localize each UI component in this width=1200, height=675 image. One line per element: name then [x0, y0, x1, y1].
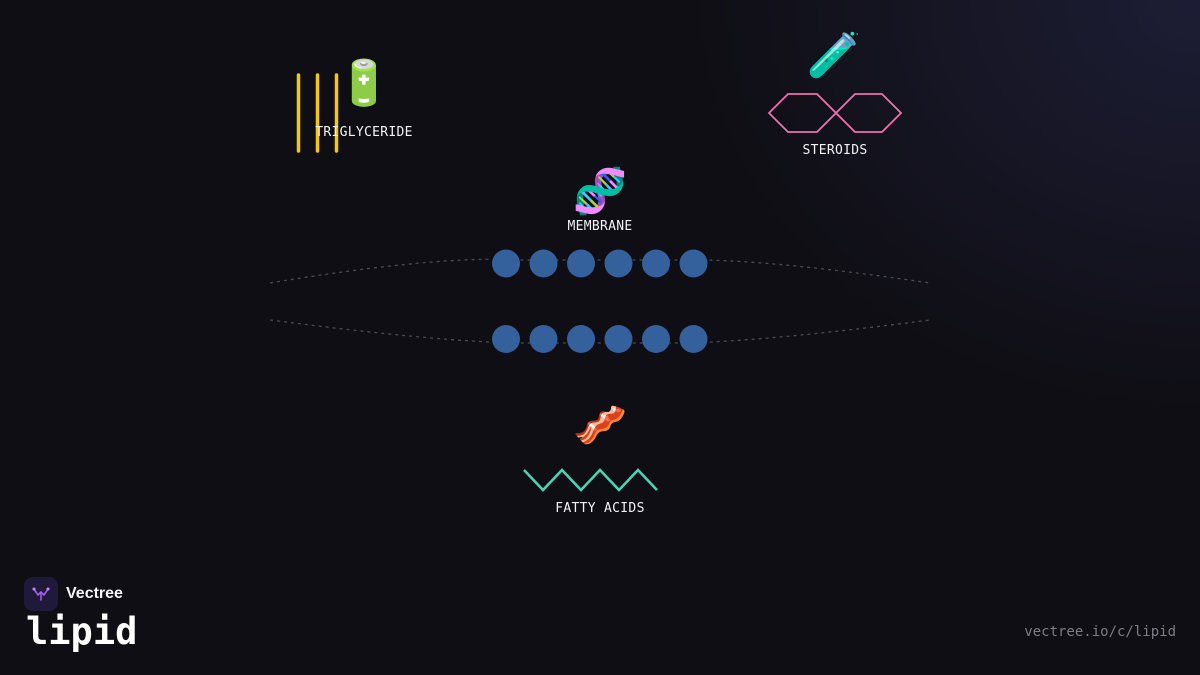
membrane-head — [604, 325, 633, 353]
membrane-head — [642, 325, 670, 353]
membrane-head — [679, 325, 708, 353]
membrane-head — [529, 325, 558, 353]
dna-icon: 🧬 — [572, 166, 628, 217]
membrane-head — [492, 325, 520, 353]
vectree-logo-icon — [24, 577, 58, 611]
membrane-bottom-row — [492, 325, 708, 353]
membrane-top-row — [492, 249, 708, 278]
triglyceride-chains — [296, 73, 339, 153]
brand: Vectree — [24, 577, 123, 611]
membrane-head — [567, 325, 595, 353]
fatty-acids-label: FATTY ACIDS — [555, 501, 645, 516]
membrane-head — [604, 249, 633, 278]
membrane-outer-curve-top — [269, 258, 931, 284]
membrane-head — [642, 249, 670, 278]
membrane-head — [492, 249, 520, 278]
membrane-head — [529, 249, 558, 278]
fatty-acid-chain — [523, 468, 658, 492]
bacon-icon: 🥓 — [572, 400, 628, 451]
membrane-label: MEMBRANE — [567, 219, 633, 234]
triglyceride-label: TRIGLYCERIDE — [315, 125, 413, 140]
battery-icon: 🔋 — [336, 58, 392, 109]
steroid-ring — [767, 93, 838, 133]
steroid-ring — [834, 93, 903, 133]
membrane-outer-curve-bottom — [269, 319, 931, 344]
membrane-head — [567, 249, 595, 278]
membrane-head — [679, 249, 708, 278]
steroids-label: STEROIDS — [802, 143, 868, 158]
brand-name: Vectree — [66, 585, 123, 602]
page-title: lipid — [26, 610, 138, 653]
test-tube-icon: 🧪 — [806, 30, 862, 81]
page-url[interactable]: vectree.io/c/lipid — [1024, 624, 1176, 640]
steroid-rings — [767, 93, 903, 133]
